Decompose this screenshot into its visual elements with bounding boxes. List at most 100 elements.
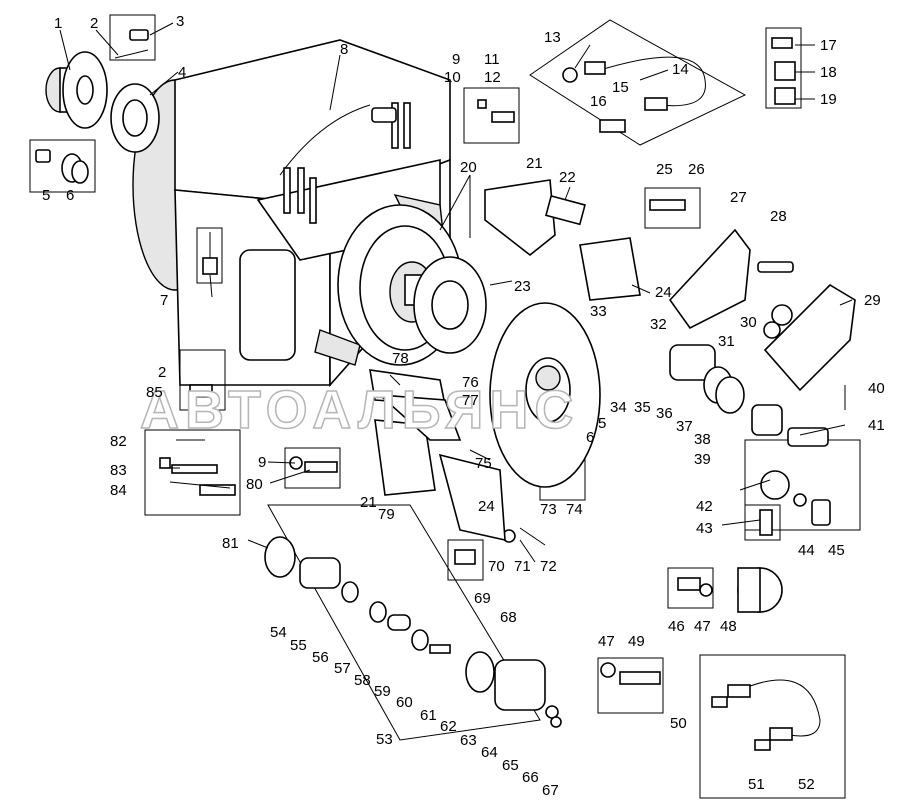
callout-28: 28 bbox=[770, 208, 787, 225]
box-part-13-16 bbox=[529, 19, 747, 146]
box-part-50-52 bbox=[699, 654, 846, 799]
callout-61: 61 bbox=[420, 707, 437, 724]
callout-79: 79 bbox=[378, 506, 395, 523]
leader-lines bbox=[59, 22, 853, 563]
callout-1: 1 bbox=[54, 15, 62, 32]
callout-46: 46 bbox=[668, 618, 685, 635]
callout-32: 32 bbox=[650, 316, 667, 333]
callout-50: 50 bbox=[670, 715, 687, 732]
callout-9: 9 bbox=[258, 454, 266, 471]
callout-47: 47 bbox=[694, 618, 711, 635]
callout-78: 78 bbox=[392, 350, 409, 367]
callout-44: 44 bbox=[798, 542, 815, 559]
callout-6: 6 bbox=[66, 187, 74, 204]
brake-pads bbox=[369, 369, 462, 441]
callout-22: 22 bbox=[559, 169, 576, 186]
callout-55: 55 bbox=[290, 637, 307, 654]
callout-42: 42 bbox=[696, 498, 713, 515]
callout-81: 81 bbox=[222, 535, 239, 552]
callout-9: 9 bbox=[452, 51, 460, 68]
valve-48 bbox=[737, 567, 783, 613]
box-part-53-65 bbox=[267, 504, 541, 741]
box-part-69 bbox=[447, 539, 484, 581]
callout-76: 76 bbox=[462, 374, 479, 391]
callout-53: 53 bbox=[376, 731, 393, 748]
callout-31: 31 bbox=[718, 333, 735, 350]
box-part-3 bbox=[109, 14, 156, 61]
callout-23: 23 bbox=[514, 278, 531, 295]
callout-3: 3 bbox=[176, 13, 184, 30]
box-part-7 bbox=[196, 227, 223, 284]
callout-45: 45 bbox=[828, 542, 845, 559]
callout-52: 52 bbox=[798, 776, 815, 793]
callout-70: 70 bbox=[488, 558, 505, 575]
callout-27: 27 bbox=[730, 189, 747, 206]
hose-50-52 bbox=[711, 679, 821, 751]
callout-29: 29 bbox=[864, 292, 881, 309]
callout-57: 57 bbox=[334, 660, 351, 677]
callout-83: 83 bbox=[110, 462, 127, 479]
callout-24: 24 bbox=[478, 498, 495, 515]
callout-64: 64 bbox=[481, 744, 498, 761]
box-part-85 bbox=[179, 349, 226, 411]
callout-65: 65 bbox=[502, 757, 519, 774]
callout-34: 34 bbox=[610, 399, 627, 416]
callout-62: 62 bbox=[440, 718, 457, 735]
callout-12: 12 bbox=[484, 69, 501, 86]
callout-35: 35 bbox=[634, 399, 651, 416]
callout-24: 24 bbox=[655, 284, 672, 301]
callout-63: 63 bbox=[460, 732, 477, 749]
callout-47: 47 bbox=[598, 633, 615, 650]
callout-5: 5 bbox=[598, 415, 606, 432]
callout-75: 75 bbox=[475, 455, 492, 472]
callout-16: 16 bbox=[590, 93, 607, 110]
callout-85: 85 bbox=[146, 384, 163, 401]
callout-39: 39 bbox=[694, 451, 711, 468]
callout-68: 68 bbox=[500, 609, 517, 626]
callout-15: 15 bbox=[612, 79, 629, 96]
callout-7: 7 bbox=[160, 292, 168, 309]
callout-20: 20 bbox=[460, 159, 477, 176]
callout-74: 74 bbox=[566, 501, 583, 518]
callout-10: 10 bbox=[444, 69, 461, 86]
callout-4: 4 bbox=[178, 64, 186, 81]
callout-84: 84 bbox=[110, 482, 127, 499]
callout-72: 72 bbox=[540, 558, 557, 575]
callout-17: 17 bbox=[820, 37, 837, 54]
callout-2: 2 bbox=[158, 364, 166, 381]
box-part-17-19 bbox=[765, 27, 802, 109]
part-1-hub bbox=[45, 51, 108, 129]
callout-77: 77 bbox=[462, 392, 479, 409]
callout-8: 8 bbox=[340, 41, 348, 58]
part-4-ring bbox=[110, 83, 160, 153]
callout-25: 25 bbox=[656, 161, 673, 178]
callout-80: 80 bbox=[246, 476, 263, 493]
callout-73: 73 bbox=[540, 501, 557, 518]
box-part-5-6 bbox=[29, 139, 96, 193]
callout-33: 33 bbox=[590, 303, 607, 320]
box-part-46-47 bbox=[667, 567, 714, 609]
callout-82: 82 bbox=[110, 433, 127, 450]
callout-51: 51 bbox=[748, 776, 765, 793]
callout-48: 48 bbox=[720, 618, 737, 635]
callout-69: 69 bbox=[474, 590, 491, 607]
callout-43: 43 bbox=[696, 520, 713, 537]
callout-59: 59 bbox=[374, 683, 391, 700]
callout-49: 49 bbox=[628, 633, 645, 650]
callout-67: 67 bbox=[542, 782, 559, 799]
box-part-9-12 bbox=[463, 87, 520, 144]
hose-13-16 bbox=[562, 56, 706, 133]
callout-26: 26 bbox=[688, 161, 705, 178]
callout-56: 56 bbox=[312, 649, 329, 666]
callout-21: 21 bbox=[526, 155, 543, 172]
brake-disc bbox=[489, 302, 601, 488]
callout-19: 19 bbox=[820, 91, 837, 108]
callout-30: 30 bbox=[740, 314, 757, 331]
callout-labels: 1 2 2 3 4 5 5 6 6 7 8 9 9 10 11 12 13 14… bbox=[42, 13, 885, 799]
callout-54: 54 bbox=[270, 624, 287, 641]
box-part-9-80 bbox=[284, 447, 341, 489]
box-part-83-84 bbox=[144, 429, 241, 516]
callout-38: 38 bbox=[694, 431, 711, 448]
callout-66: 66 bbox=[522, 769, 539, 786]
